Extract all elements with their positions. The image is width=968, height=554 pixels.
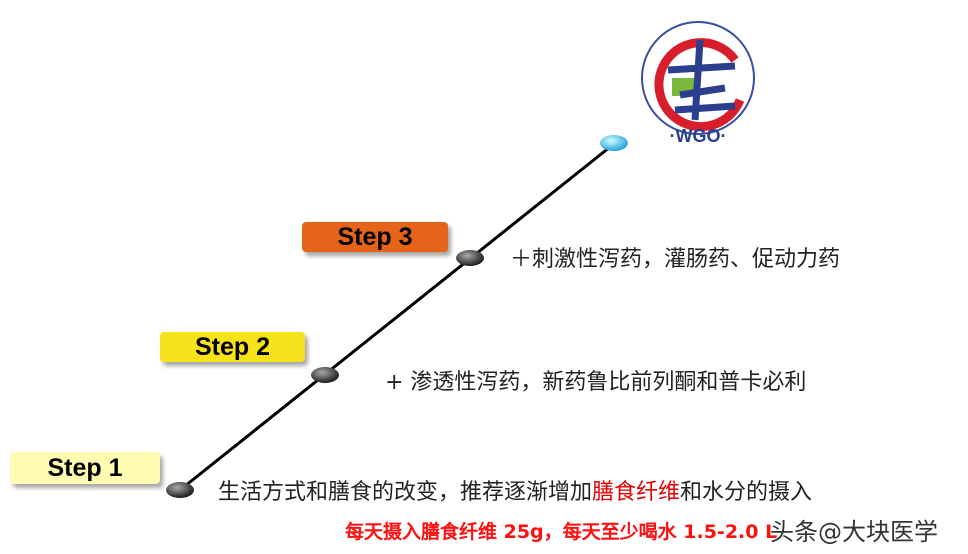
end-node [600, 135, 628, 151]
step-1-label: Step 1 [10, 452, 160, 484]
wgo-logo: ·WGO· [641, 21, 755, 146]
step-2-text: + 渗透性泻药，新药鲁比前列酮和普卡必利 [385, 370, 807, 395]
step1-node [166, 482, 194, 498]
step-2-label: Step 2 [160, 332, 305, 362]
step-3-text: ＋刺激性泻药，灌肠药、促动力药 [510, 247, 841, 272]
daily-intake-note: 每天摄入膳食纤维 25g，每天至少喝水 1.5-2.0 L [345, 521, 778, 543]
step-1-text-post: 和水分的摄入 [680, 480, 813, 505]
step-1-text-pre: 生活方式和膳食的改变，推荐逐渐增加 [218, 480, 593, 505]
svg-text:·WGO·: ·WGO· [670, 126, 727, 146]
watermark: 头条@大块医学 [770, 518, 938, 546]
progress-line [179, 141, 616, 492]
step-3-label: Step 3 [302, 222, 448, 252]
step3-node [456, 250, 484, 266]
step-1-text: 生活方式和膳食的改变，推荐逐渐增加膳食纤维和水分的摄入 [218, 474, 812, 506]
step2-node [311, 367, 339, 383]
fiber-highlight: 膳食纤维 [592, 480, 681, 505]
